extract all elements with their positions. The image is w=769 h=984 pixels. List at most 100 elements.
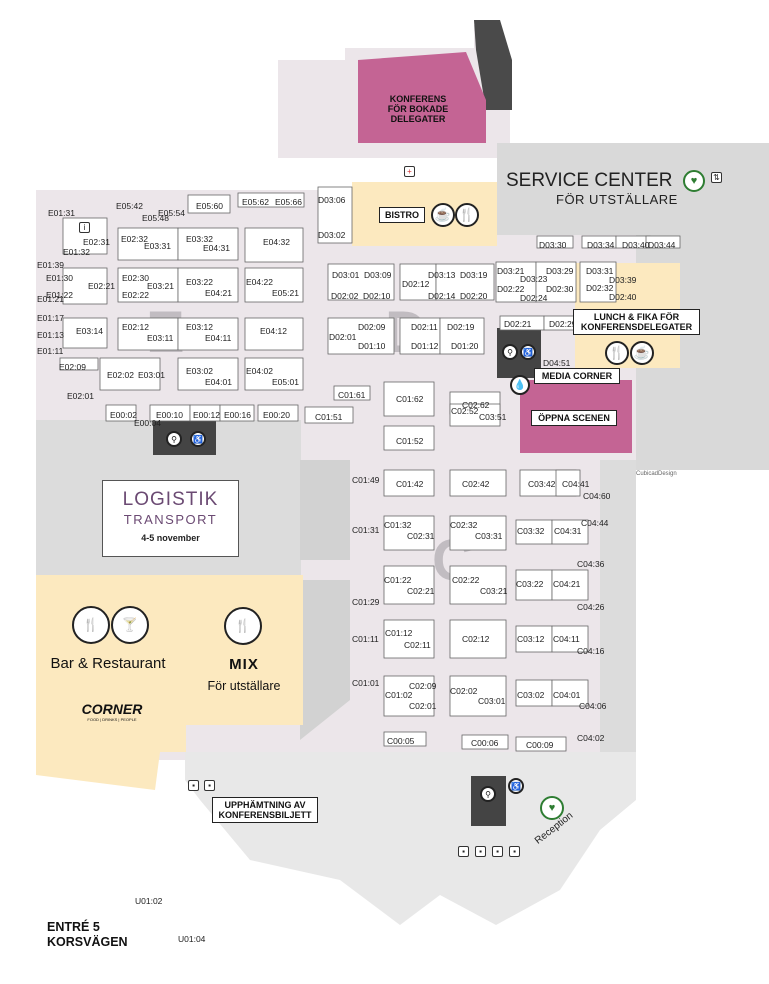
booth-label[interactable]: E01:30 [46,273,73,283]
booth-label[interactable]: C01:49 [352,475,380,485]
booth-label[interactable]: E03:32 [186,234,213,244]
booth-label[interactable]: D02:19 [447,322,475,332]
booth-label[interactable]: E03:14 [76,326,103,336]
booth-label[interactable]: E01:22 [46,290,73,300]
booth-label[interactable]: E01:11 [37,346,64,356]
booth-label[interactable]: E03:01 [138,370,165,380]
booth-label[interactable]: D01:12 [411,341,439,351]
booth-label[interactable]: C04:02 [577,733,605,743]
booth-label[interactable]: C04:06 [579,701,607,711]
booth-label[interactable]: C01:01 [352,678,380,688]
booth-label[interactable]: E05:62 [242,197,269,207]
booth-label[interactable]: D02:10 [363,291,391,301]
booth-label[interactable]: D03:30 [539,240,567,250]
booth-label[interactable]: C03:21 [480,586,508,596]
booth-label[interactable]: E00:04 [134,418,161,428]
booth-label[interactable]: E04:12 [260,326,287,336]
booth-label[interactable]: E04:32 [263,237,290,247]
booth-label[interactable]: D03:23 [520,274,548,284]
booth-label[interactable]: D03:29 [546,266,574,276]
booth-label[interactable]: E05:42 [116,201,143,211]
booth-label[interactable]: C04:36 [577,559,605,569]
booth-label[interactable]: C03:22 [516,579,544,589]
booth-label[interactable]: E04:11 [205,333,232,343]
booth-label[interactable]: E01:21 [37,294,64,304]
booth-label[interactable]: E02:01 [67,391,94,401]
booth-label[interactable]: E05:01 [272,377,299,387]
booth-label[interactable]: D02:24 [520,293,548,303]
booth-label[interactable]: C04:11 [553,634,580,644]
booth-label[interactable]: E04:21 [205,288,232,298]
booth-label[interactable]: C02:21 [407,586,435,596]
booth-label[interactable]: D03:34 [587,240,615,250]
booth-label[interactable]: E02:31 [83,237,110,247]
booth-label[interactable]: D02:30 [546,284,574,294]
booth-label[interactable]: C00:05 [387,736,415,746]
booth-label[interactable]: C01:61 [338,390,366,400]
booth-label[interactable]: D02:32 [586,283,614,293]
booth-label[interactable]: D01:20 [451,341,479,351]
booth-label[interactable]: C03:12 [517,634,545,644]
booth-label[interactable]: D03:40 [622,240,650,250]
booth-label[interactable]: D02:14 [428,291,456,301]
booth-label[interactable]: C01:62 [396,394,424,404]
booth-label[interactable]: E03:11 [147,333,174,343]
booth-label[interactable]: C04:26 [577,602,605,612]
booth-label[interactable]: C04:60 [583,491,611,501]
booth-label[interactable]: E05:48 [142,213,169,223]
booth-label[interactable]: C01:22 [384,575,412,585]
booth-label[interactable]: E03:22 [186,277,213,287]
booth-label[interactable]: D02:40 [609,292,637,302]
booth-label[interactable]: D03:21 [497,266,525,276]
booth-label[interactable]: C03:51 [479,412,507,422]
booth-label[interactable]: E02:09 [59,362,86,372]
booth-label[interactable]: C01:31 [352,525,380,535]
booth-label[interactable]: D02:01 [329,332,357,342]
booth-label[interactable]: E01:31 [48,208,75,218]
booth-label[interactable]: E05:54 [158,208,185,218]
booth-label[interactable]: C02:52 [451,406,479,416]
booth-label[interactable]: C04:21 [553,579,581,589]
booth-label[interactable]: C01:02 [385,690,413,700]
booth-label[interactable]: D03:09 [364,270,392,280]
booth-label[interactable]: C00:06 [471,738,499,748]
booth-label[interactable]: E01:32 [63,247,90,257]
booth-label[interactable]: D02:09 [358,322,386,332]
booth-label[interactable]: C02:22 [452,575,480,585]
booth-label[interactable]: C02:09 [409,681,437,691]
booth-label[interactable]: C02:62 [462,400,490,410]
booth-label[interactable]: E02:30 [122,273,149,283]
booth-label[interactable]: E04:01 [205,377,232,387]
booth-label[interactable]: C01:52 [396,436,424,446]
booth-label[interactable]: D03:19 [460,270,488,280]
booth-label[interactable]: D02:22 [497,284,525,294]
booth-label[interactable]: E00:10 [156,410,183,420]
booth-label[interactable]: E02:21 [88,281,115,291]
booth-label[interactable]: E05:60 [196,201,223,211]
booth-label[interactable]: U01:02 [135,896,163,906]
booth-label[interactable]: E04:22 [246,277,273,287]
booth-label[interactable]: D04:51 [543,358,571,368]
booth-label[interactable]: E01:39 [37,260,64,270]
booth-label[interactable]: E00:20 [263,410,290,420]
booth-label[interactable]: C02:01 [409,701,437,711]
booth-label[interactable]: D03:06 [318,195,346,205]
booth-label[interactable]: C01:51 [315,412,343,422]
booth-label[interactable]: C01:29 [352,597,380,607]
booth-label[interactable]: C03:32 [517,526,545,536]
booth-label[interactable]: C00:09 [526,740,554,750]
booth-label[interactable]: E05:21 [272,288,299,298]
booth-label[interactable]: D03:13 [428,270,456,280]
booth-label[interactable]: D03:39 [609,275,637,285]
booth-label[interactable]: C01:11 [352,634,379,644]
booth-label[interactable]: D03:01 [332,270,360,280]
booth-label[interactable]: C04:01 [553,690,581,700]
booth-label[interactable]: E02:22 [122,290,149,300]
booth-label[interactable]: E00:02 [110,410,137,420]
booth-label[interactable]: E04:02 [246,366,273,376]
booth-label[interactable]: E01:17 [37,313,64,323]
booth-label[interactable]: D01:10 [358,341,386,351]
booth-label[interactable]: D02:12 [402,279,430,289]
booth-label[interactable]: D02:29 [549,319,577,329]
booth-label[interactable]: C03:01 [478,696,506,706]
